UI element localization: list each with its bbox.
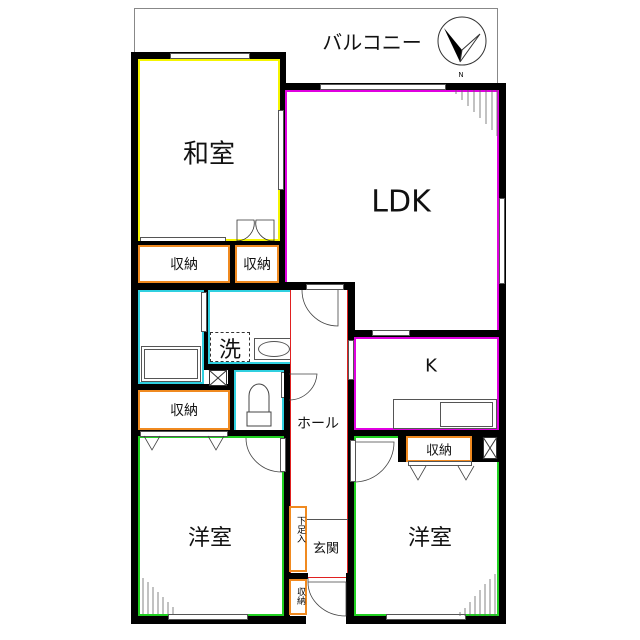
stair-hatch-icon <box>142 578 174 614</box>
wall <box>204 364 300 370</box>
door-swing-icon <box>236 219 275 242</box>
storage-2 <box>235 245 279 283</box>
ldk-label: LDK <box>371 184 431 220</box>
wall <box>284 573 308 579</box>
window <box>168 614 248 620</box>
wall <box>131 241 286 245</box>
wall <box>278 52 286 340</box>
storage-4-label: 収納 <box>425 443 453 459</box>
door-swing-icon <box>301 289 339 327</box>
bathroom <box>138 290 204 384</box>
closet-door <box>408 461 472 466</box>
small-storage-label: 収納 <box>295 587 305 605</box>
youshitsu-left-label: 洋室 <box>187 526 233 551</box>
north-label: N <box>458 71 464 79</box>
closet-door <box>140 431 228 437</box>
small-storage <box>289 579 307 615</box>
wall <box>131 384 231 390</box>
kitchen-counter-icon <box>393 399 497 429</box>
kitchen-label: K <box>425 355 437 377</box>
closet-hinge-icon <box>143 435 225 451</box>
wall <box>230 245 235 285</box>
storage-3-label: 収納 <box>170 403 198 419</box>
window <box>499 198 505 284</box>
balcony-label: バルコニー <box>322 30 422 55</box>
shoe-storage <box>289 506 307 572</box>
window <box>386 614 466 620</box>
youshitsu-right-label: 洋室 <box>407 526 453 551</box>
shaft-icon <box>208 369 228 387</box>
wall <box>131 52 139 624</box>
door <box>348 340 354 380</box>
door <box>280 438 286 472</box>
washitsu-label: 和室 <box>182 139 236 170</box>
wall <box>348 330 506 338</box>
window <box>170 53 250 59</box>
stair-hatch-icon <box>455 90 498 136</box>
door <box>306 284 344 290</box>
wall <box>284 364 290 616</box>
shoe-storage-label: 下足入 <box>295 516 305 543</box>
door-swing-icon <box>245 437 283 473</box>
window <box>278 110 284 190</box>
storage-2-label: 収納 <box>243 257 271 273</box>
window <box>372 330 410 336</box>
genkan-label: 玄関 <box>312 541 340 557</box>
door <box>201 292 207 332</box>
youshitsu-right-room <box>354 436 499 616</box>
door <box>350 440 356 482</box>
window <box>320 84 446 90</box>
closet-hinge-icon <box>409 465 475 481</box>
wall <box>498 83 506 624</box>
stair-hatch-icon <box>459 574 496 616</box>
storage-3 <box>138 390 230 430</box>
bathtub-icon <box>141 346 201 382</box>
stove-icon <box>440 402 493 427</box>
genkan-step-line <box>307 519 348 520</box>
compass-icon <box>437 16 487 66</box>
washroom-label: 洗 <box>218 338 242 363</box>
toilet-icon <box>246 383 272 427</box>
wall <box>131 283 356 291</box>
door-swing-icon <box>288 373 318 401</box>
storage-1 <box>138 245 230 283</box>
hall-label: ホール <box>297 416 339 432</box>
washing-machine-space <box>210 332 250 362</box>
kitchen-room <box>354 337 499 430</box>
door-swing-icon <box>355 441 395 483</box>
sink-basin-icon <box>258 341 290 357</box>
wall <box>228 364 234 436</box>
storage-1-label: 収納 <box>170 257 198 273</box>
wall <box>346 573 354 624</box>
wall <box>131 616 306 624</box>
wall <box>346 616 506 624</box>
wall <box>348 430 506 436</box>
shaft-icon <box>482 436 498 460</box>
entrance-door-icon <box>307 578 347 617</box>
balcony-area <box>134 8 498 84</box>
